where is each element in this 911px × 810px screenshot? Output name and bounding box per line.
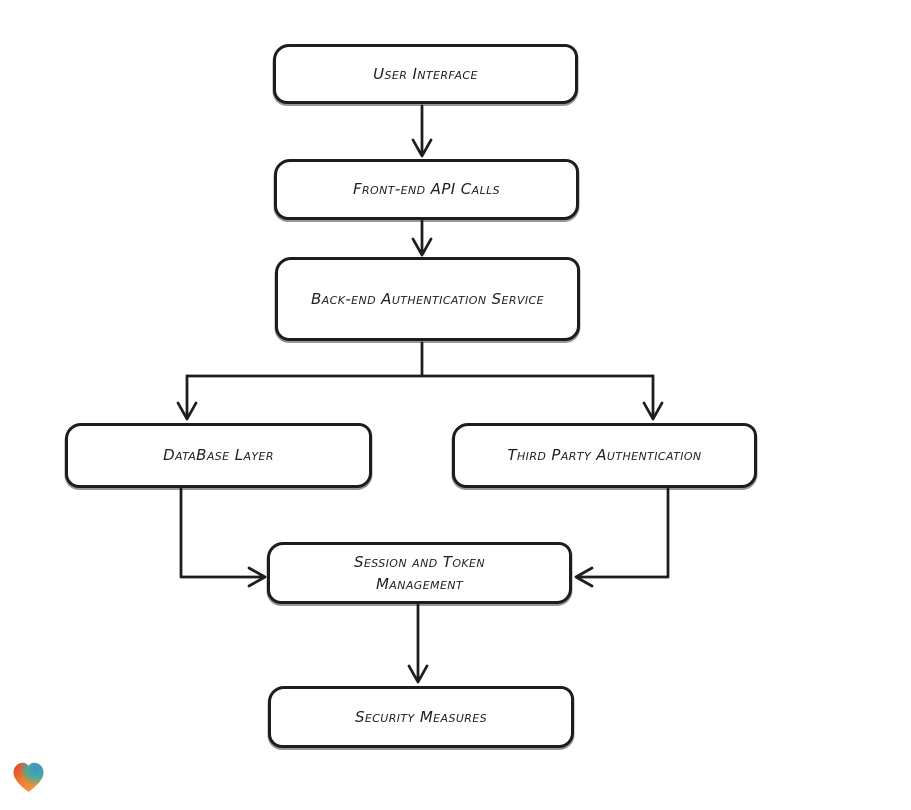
arrowhead-down-icon	[642, 401, 664, 421]
arrowhead-left-icon	[574, 566, 594, 588]
node-front-end-api-calls: Front-end API Calls	[274, 159, 579, 220]
arrowhead-down-icon	[176, 401, 198, 421]
node-user-interface: User Interface	[273, 44, 578, 104]
node-label: Third Party Authentication	[507, 446, 702, 465]
edge-database-to-session	[179, 487, 264, 579]
heart-icon	[13, 762, 44, 792]
brand-heart-logo	[10, 759, 47, 796]
node-label: User Interface	[373, 64, 478, 83]
node-label: Front-end API Calls	[352, 180, 501, 199]
node-third-party-authentication: Third Party Authentication	[452, 423, 757, 488]
node-security-measures: Security Measures	[268, 686, 574, 748]
arrowhead-down-icon	[407, 664, 429, 684]
node-database-layer: DataBase Layer	[65, 423, 372, 488]
node-session-and-token-management: Session and Token Management	[267, 542, 572, 604]
edge-thirdparty-to-session	[577, 487, 670, 579]
node-label: Back-end Authentication Service	[311, 289, 544, 308]
arrowhead-down-icon	[411, 237, 433, 257]
node-label: Session and Token Management	[354, 552, 485, 594]
node-back-end-authentication-service: Back-end Authentication Service	[275, 257, 580, 341]
arrowhead-right-icon	[247, 566, 267, 588]
node-label: DataBase Layer	[163, 446, 274, 465]
arrowhead-down-icon	[411, 138, 433, 158]
edge-backend-branch	[185, 341, 655, 378]
node-label: Security Measures	[354, 707, 488, 726]
